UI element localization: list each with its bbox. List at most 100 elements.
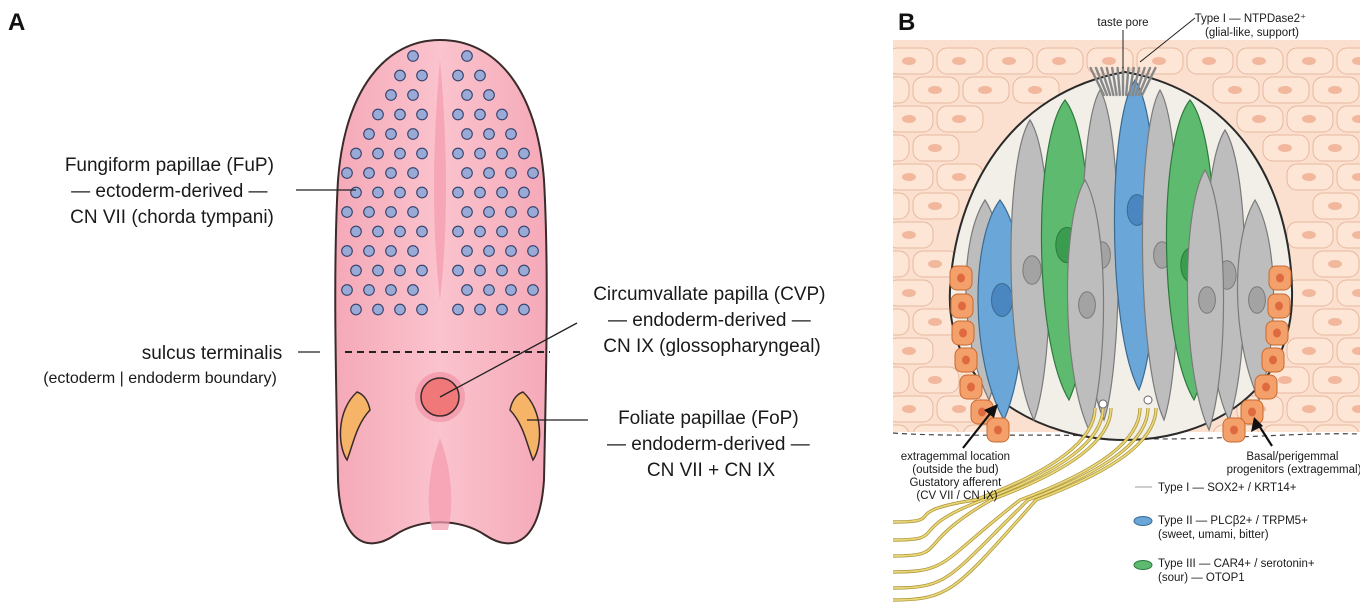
fungiform-dot	[407, 89, 419, 101]
microvillus	[1094, 66, 1109, 97]
epithelial-nucleus	[1352, 57, 1360, 65]
fungiform-dot	[452, 264, 464, 277]
fungiform-dot	[474, 264, 486, 277]
epithelial-nucleus	[1152, 57, 1166, 65]
progenitor-nucleus	[1276, 273, 1284, 283]
progenitor-nucleus	[1269, 355, 1277, 365]
epithelial-nucleus	[1328, 260, 1342, 268]
microvillus	[1116, 66, 1121, 97]
epithelial-nucleus	[1278, 144, 1292, 152]
fungiform-dot	[341, 167, 353, 179]
epithelial-nucleus	[878, 86, 892, 94]
type1-top-leader	[1139, 17, 1196, 63]
fungiform-dot	[407, 128, 419, 140]
median-sulcus	[434, 60, 446, 300]
basal-arrow	[1257, 423, 1273, 447]
fungiform-dot	[461, 284, 473, 296]
fungiform-dot	[416, 69, 428, 82]
fungiform-dot	[416, 186, 428, 199]
fungiform-dot	[461, 167, 473, 179]
sulcus-label: sulcus terminalis	[142, 343, 282, 364]
microvillus	[1131, 66, 1141, 97]
fungiform-dot	[350, 264, 362, 277]
fungiform-dot	[461, 89, 473, 101]
epithelial-nucleus	[1352, 289, 1360, 297]
epithelial-cell	[1336, 221, 1360, 249]
fungiform-dot	[385, 128, 397, 140]
epithelial-nucleus	[902, 347, 916, 355]
fungiform-dot	[461, 245, 473, 257]
nerve-fiber	[893, 407, 1112, 557]
epithelial-nucleus	[928, 202, 942, 210]
epithelial-nucleus	[1328, 376, 1342, 384]
epithelial-cell	[1336, 163, 1360, 191]
progenitor-nucleus	[1275, 301, 1283, 311]
epithelial-nucleus	[1328, 86, 1342, 94]
epithelial-nucleus	[1202, 57, 1216, 65]
legend-type3-label: Type III — CAR4+ / serotonin+ (sour) — O…	[1158, 558, 1318, 584]
legend-type2-swatch	[1133, 516, 1153, 526]
fungiform-dot	[518, 147, 530, 160]
fungiform-dot	[496, 186, 508, 199]
fungiform-dot	[385, 206, 397, 218]
fungiform-dot	[416, 225, 428, 238]
fungiform-dot	[341, 206, 353, 218]
epithelial-nucleus	[1302, 115, 1316, 123]
fungiform-dot	[527, 167, 539, 179]
foliate-papilla-left	[339, 391, 371, 462]
epithelial-cell	[1336, 279, 1360, 307]
fungiform-dot	[474, 147, 486, 160]
epithelial-nucleus	[1352, 231, 1360, 239]
fungiform-dot	[363, 206, 375, 218]
fop-label: Foliate papillae (FoP) — endoderm-derive…	[607, 408, 815, 481]
epithelial-nucleus	[1302, 289, 1316, 297]
epithelial-cell	[893, 308, 910, 336]
fungiform-dot	[385, 89, 397, 101]
taste-bud-illustration	[878, 40, 1360, 602]
taste-pore-microvilli	[1089, 66, 1157, 97]
epithelial-nucleus	[1302, 173, 1316, 181]
epithelial-nucleus	[878, 376, 892, 384]
synapse-bouton	[1143, 395, 1153, 405]
fungiform-dot	[505, 206, 517, 218]
fungiform-dot	[416, 147, 428, 160]
fungiform-dot	[483, 128, 495, 140]
fungiform-dot	[518, 225, 530, 238]
microvillus	[1134, 66, 1146, 97]
cell-nucleus	[1078, 291, 1096, 319]
fungiform-dot	[394, 108, 406, 121]
epithelial-cells	[878, 47, 1360, 452]
fungiform-dot	[372, 225, 384, 238]
epithelial-nucleus	[1352, 405, 1360, 413]
fungiform-dot	[394, 147, 406, 160]
progenitor-nucleus	[1230, 425, 1238, 435]
epithelial-nucleus	[1328, 318, 1342, 326]
fungiform-dot	[474, 225, 486, 238]
epithelial-nucleus	[902, 405, 916, 413]
fungiform-dot	[483, 89, 495, 101]
epithelial-nucleus	[1328, 202, 1342, 210]
fungiform-dot	[483, 206, 495, 218]
cell-type-legend: Type I — SOX2+ / KRT14+ Type II — PLCβ2+…	[1133, 482, 1318, 584]
nerve-fiber	[893, 407, 1149, 589]
epithelial-nucleus	[878, 202, 892, 210]
panel-a-letter: A	[8, 9, 25, 36]
cell-nucleus	[1248, 286, 1266, 314]
epithelial-nucleus	[902, 289, 916, 297]
fungiform-dot	[527, 245, 539, 257]
fungiform-dot	[363, 245, 375, 257]
epithelial-cell	[893, 192, 910, 220]
nerve-fiber	[893, 407, 1141, 573]
fungiform-dot	[363, 167, 375, 179]
fungiform-dot	[496, 225, 508, 238]
epithelial-cell	[893, 250, 910, 278]
fungiform-dot	[394, 225, 406, 238]
progenitor-nucleus	[957, 273, 965, 283]
fungiform-dot	[350, 225, 362, 238]
fungiform-dot	[505, 284, 517, 296]
epithelial-cell	[893, 76, 910, 104]
basement-membrane	[893, 432, 1360, 440]
epithelial-nucleus	[1302, 231, 1316, 239]
microvillus	[1100, 66, 1112, 97]
